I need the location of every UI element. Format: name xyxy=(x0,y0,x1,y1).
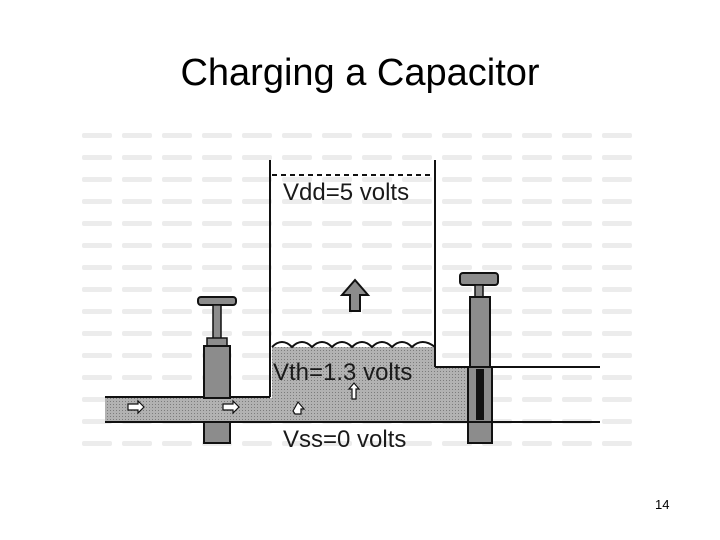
flow-arrow-icon xyxy=(347,382,361,400)
slide-title: Charging a Capacitor xyxy=(180,52,540,94)
channel-fluid xyxy=(105,398,435,421)
right-valve xyxy=(459,272,499,444)
up-arrow-icon xyxy=(339,278,371,312)
page-number: 14 xyxy=(655,497,670,512)
left-valve xyxy=(197,296,237,444)
flow-arrow-icon xyxy=(127,399,145,415)
right-channel-fluid xyxy=(435,368,470,421)
fluid-surface-wave xyxy=(271,341,436,349)
vth-label: Vth=1.3 volts xyxy=(273,359,412,386)
vss-label: Vss=0 volts xyxy=(283,426,406,453)
capacitor-water-analogy-diagram: Vdd=5 volts Vth=1.3 volts Vss=0 volts xyxy=(80,125,635,460)
flow-arrow-icon xyxy=(222,399,240,415)
flow-arrow-icon xyxy=(292,400,306,415)
vdd-label: Vdd=5 volts xyxy=(283,179,409,206)
